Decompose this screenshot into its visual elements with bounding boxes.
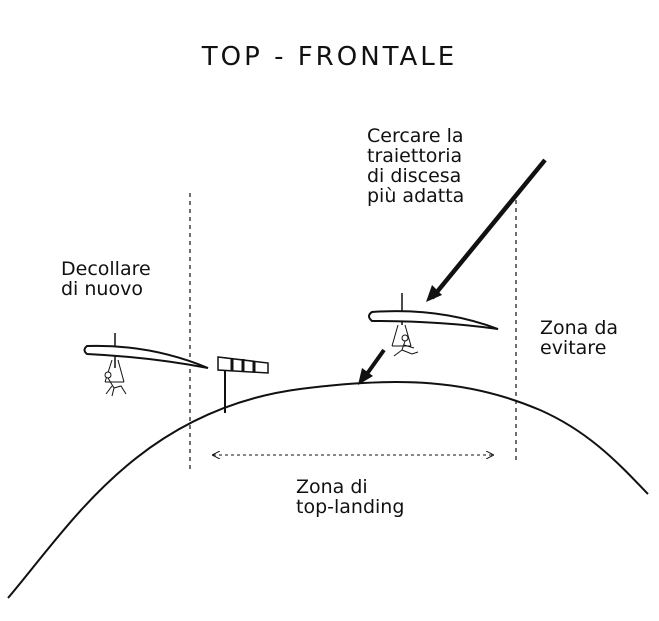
- label-cercare: Cercare la traiettoria di discesa più ad…: [367, 125, 465, 207]
- hang-glider-right-icon: [368, 293, 499, 357]
- descent-arrow-large: [430, 158, 547, 300]
- hill-profile: [7, 381, 649, 599]
- label-decollare: Decollare di nuovo: [61, 258, 151, 300]
- diagram-title: TOP - FRONTALE: [201, 42, 458, 72]
- windsock-icon: [217, 356, 269, 413]
- label-zona-landing: Zona di top-landing: [296, 476, 405, 518]
- label-zona-evitare: Zona da evitare: [540, 317, 619, 359]
- hang-glider-left-icon: [83, 333, 209, 397]
